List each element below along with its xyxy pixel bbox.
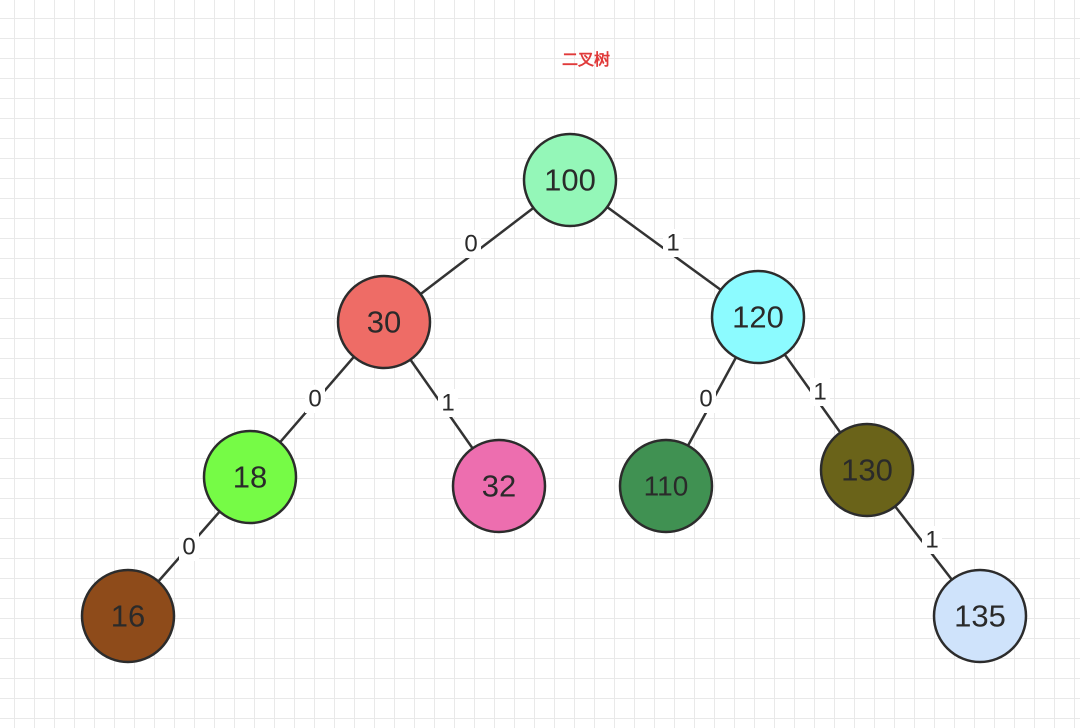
node-label: 110 [644,471,689,502]
diagram-title: 二叉树 [561,50,610,69]
edge-label-background [461,230,481,258]
node-label: 135 [954,599,1006,634]
edge-label: 0 [308,386,321,413]
edge-label: 1 [666,230,679,257]
node-circle [522,132,618,228]
edge-label: 1 [441,390,454,417]
edge-label-background [663,229,683,257]
node-circle [202,429,298,525]
edge-label-background [696,385,716,413]
edges-group: 0 1 0 1 0 1 0 1 [127,178,981,617]
tree-node-16: 16 [80,568,176,664]
node-label: 100 [544,163,596,198]
tree-node-120: 120 [710,269,806,365]
tree-node-135: 135 [932,568,1028,664]
tree-node-110: 110 [618,438,714,534]
node-label: 120 [732,300,784,335]
edge-label-background [179,533,199,561]
node-label: 32 [482,469,516,504]
node-label: 130 [841,453,893,488]
node-label: 16 [111,599,145,634]
edge-label-background [810,378,830,406]
tree-node-130: 130 [819,422,915,518]
edge-label: 0 [182,534,195,561]
node-circle [80,568,176,664]
edge-label: 0 [464,231,477,258]
tree-node-30: 30 [336,274,432,370]
node-circle [819,422,915,518]
tree-node-100: 100 [522,132,618,228]
edge-label-background [922,526,942,554]
tree-node-18: 18 [202,429,298,525]
node-circle [618,438,714,534]
node-circle [710,269,806,365]
node-circle [932,568,1028,664]
node-label: 18 [233,460,267,495]
edge-label-background [305,385,325,413]
edge-label: 0 [699,386,712,413]
node-label: 30 [367,305,401,340]
node-circle [336,274,432,370]
edge-label: 1 [813,379,826,406]
edge-label-background [438,389,458,417]
node-circle [451,438,547,534]
tree-node-32: 32 [451,438,547,534]
edge-label: 1 [925,527,938,554]
